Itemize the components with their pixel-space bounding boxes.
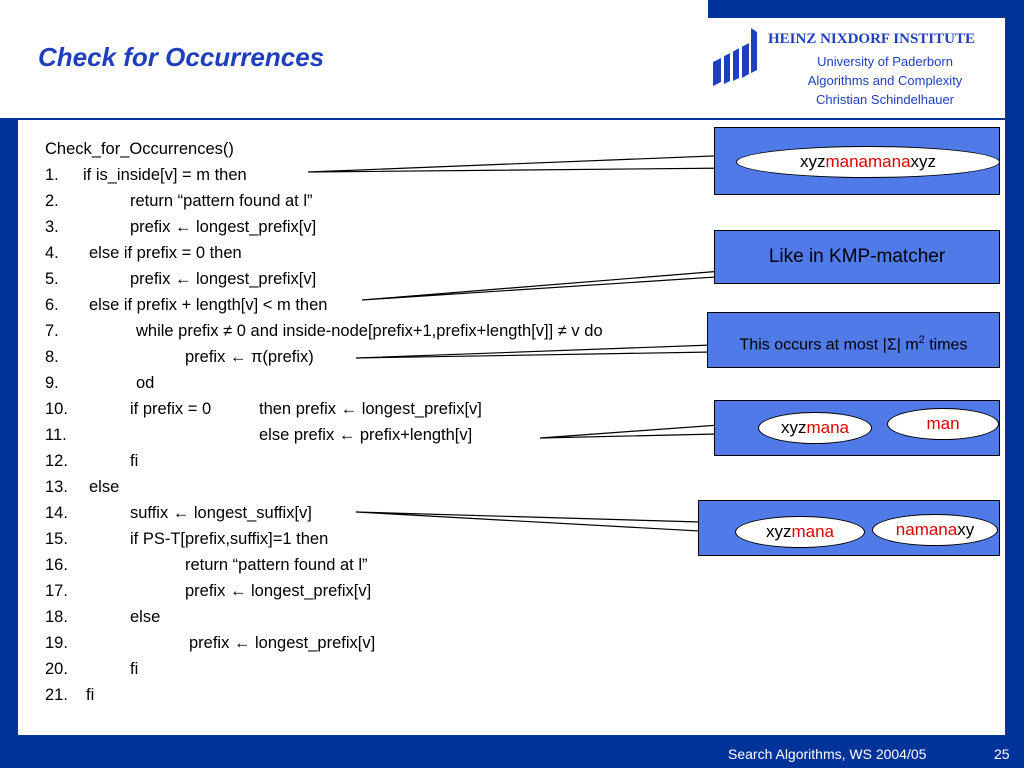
page-number: 25 [994, 746, 1010, 762]
callout-4-left-oval: xyzmana [758, 412, 872, 444]
footer-bar [0, 735, 1024, 768]
top-bar [708, 0, 1024, 18]
code-heading: Check_for_Occurrences() [45, 140, 234, 158]
callout-5-left-oval: xyzmana [735, 516, 865, 548]
header-logo-area [708, 18, 1005, 118]
header-divider [0, 118, 1024, 120]
institute-name: HEINZ NIXDORF INSTITUTE [768, 31, 975, 47]
callout-kmp: Like in KMP-matcher [714, 230, 1000, 284]
pointer-5 [355, 511, 736, 534]
university-name: University of Paderborn [817, 54, 953, 69]
hni-logo-icon [713, 28, 757, 86]
callout-5-right-oval: namanaxy [872, 514, 998, 546]
pointer-1 [307, 154, 738, 173]
callout-1-oval: xyzmanamanaxyz [736, 146, 1000, 178]
pointer-3 [355, 344, 713, 359]
right-bar [1005, 0, 1024, 768]
callout-occurrence-bound: This occurs at most |Σ| m2 times [707, 312, 1000, 368]
footer-course: Search Algorithms, WS 2004/05 [728, 746, 927, 762]
department-name: Algorithms and Complexity [807, 73, 963, 88]
callout-4-right-oval: man [887, 408, 999, 440]
author-name: Christian Schindelhauer [815, 92, 955, 107]
slide-title: Check for Occurrences [38, 42, 325, 72]
left-bar [0, 120, 18, 768]
